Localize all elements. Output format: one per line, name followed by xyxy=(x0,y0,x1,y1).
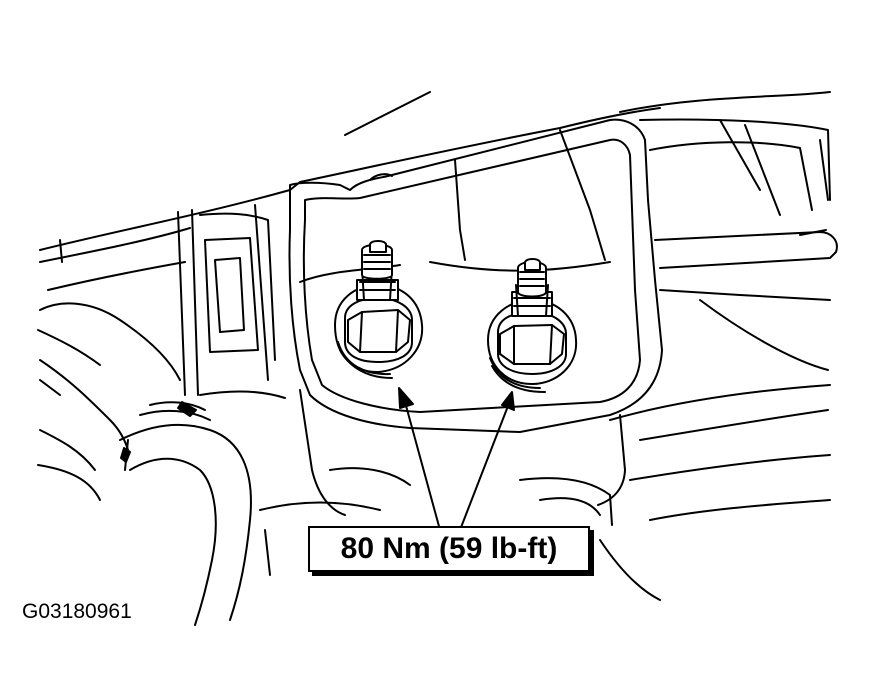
callout-arrows xyxy=(398,387,515,531)
lower-crossmember xyxy=(259,139,831,601)
right-arrowhead xyxy=(501,391,515,411)
right-stud-nut xyxy=(487,258,578,393)
mount-plate xyxy=(288,118,663,516)
hose xyxy=(119,401,252,626)
left-arrowhead xyxy=(398,387,414,409)
figure-id-label: G03180961 xyxy=(22,600,132,623)
left-stud-nut xyxy=(334,240,424,379)
vehicle-structure xyxy=(37,91,838,501)
torque-spec-callout: 80 Nm (59 lb-ft) xyxy=(308,526,590,572)
left-bracket xyxy=(177,204,286,399)
